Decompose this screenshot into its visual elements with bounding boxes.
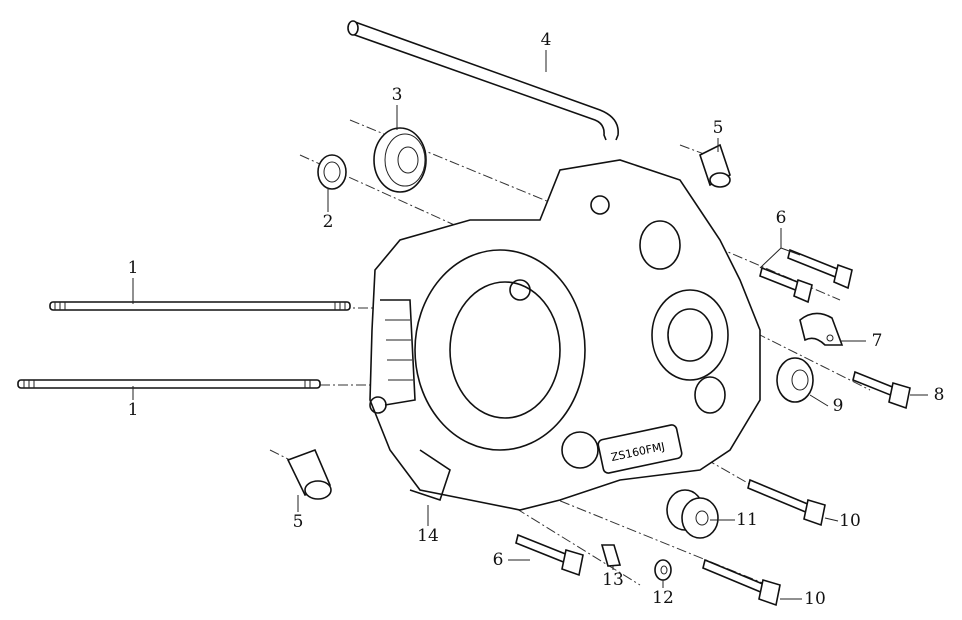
callout-6-upper: 6 <box>775 208 787 228</box>
washer <box>654 559 672 581</box>
callout-8: 8 <box>933 385 945 405</box>
bolt-lower <box>515 533 584 577</box>
callout-7: 7 <box>871 331 883 351</box>
bolt-8 <box>852 370 911 410</box>
callout-2: 2 <box>322 212 334 232</box>
callout-13: 13 <box>602 570 624 590</box>
callout-1-upper: 1 <box>127 258 139 278</box>
bolt-10-lower <box>702 558 781 607</box>
dowel-upper <box>699 143 731 188</box>
crankcase: ZS160FMJ <box>369 159 761 511</box>
callout-5-upper: 5 <box>712 118 724 138</box>
callout-9: 9 <box>832 396 844 416</box>
needle-bearing <box>317 154 347 190</box>
bolt-upper <box>759 248 853 304</box>
callout-3: 3 <box>391 85 403 105</box>
pin <box>600 544 622 567</box>
callout-10-upper: 10 <box>839 511 861 531</box>
dowel-lower <box>286 448 332 500</box>
callout-11: 11 <box>736 510 758 530</box>
callout-14: 14 <box>417 526 439 546</box>
ball-bearing <box>373 127 427 193</box>
callout-6-lower: 6 <box>492 550 504 570</box>
bushing <box>666 489 719 539</box>
oil-seal <box>776 357 814 403</box>
leader-lines <box>132 50 928 600</box>
stud-lower <box>17 379 321 389</box>
bolt-10-upper <box>747 478 826 527</box>
breather-tube <box>347 20 619 141</box>
clamp <box>799 312 844 346</box>
callout-12: 12 <box>652 588 674 608</box>
callout-10-lower: 10 <box>804 589 826 609</box>
stud-upper <box>49 301 351 311</box>
callout-5-lower: 5 <box>292 512 304 532</box>
callout-4: 4 <box>540 30 552 50</box>
callout-1-lower: 1 <box>127 400 139 420</box>
